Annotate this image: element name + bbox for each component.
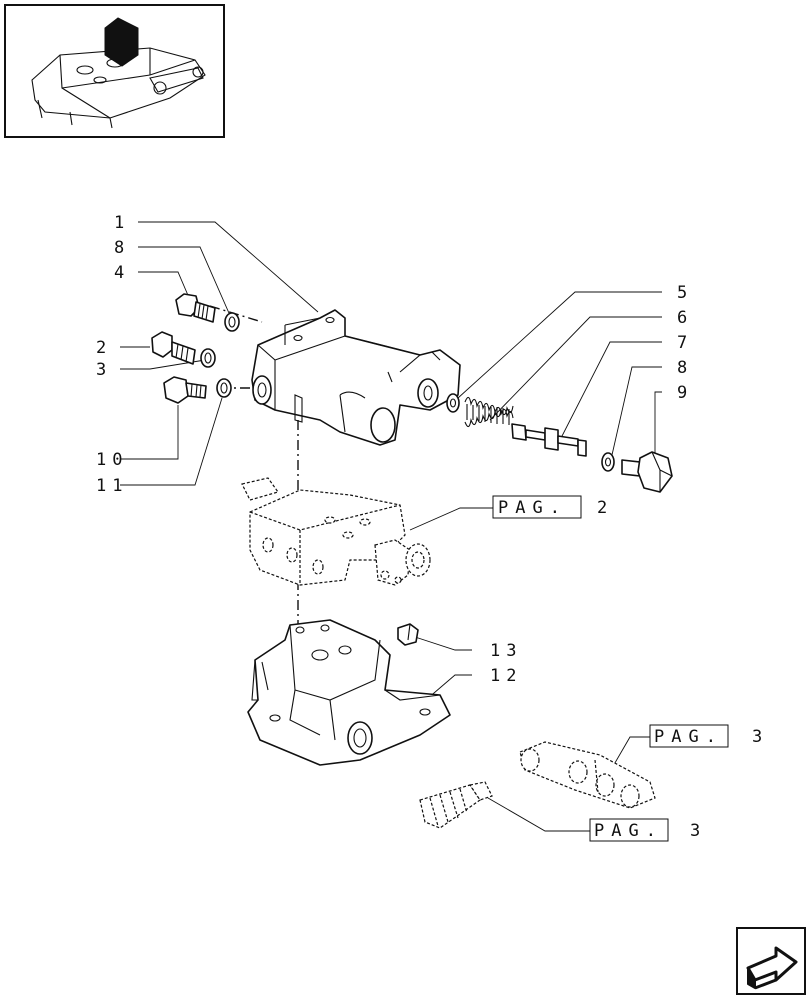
callout-9: 9	[677, 383, 693, 403]
washer-part-8-right[interactable]	[601, 452, 615, 472]
reference-spring-cartridge-pag3	[419, 781, 493, 829]
plug-part-9[interactable]	[621, 451, 673, 493]
page-reference-3b[interactable]: PAG. 3	[589, 818, 707, 842]
callout-6: 6	[677, 308, 693, 328]
page-reference-3b-number: 3	[690, 821, 707, 841]
page-reference-3a[interactable]: PAG. 3	[649, 724, 769, 748]
page-reference-3a-label: PAG.	[654, 727, 723, 747]
page-reference-3a-number: 3	[752, 727, 769, 747]
washer-part-11[interactable]	[216, 378, 232, 398]
callout-10: 10	[96, 450, 128, 470]
callout-8-right: 8	[677, 358, 693, 378]
page-reference-2-number: 2	[597, 498, 614, 518]
page-reference-2-label: PAG.	[498, 498, 567, 518]
callout-4: 4	[114, 263, 130, 283]
bolt-part-10[interactable]	[163, 376, 207, 404]
callout-2: 2	[96, 338, 112, 358]
page-reference-3b-label: PAG.	[594, 821, 663, 841]
callout-12: 12	[490, 666, 522, 686]
support-part-12[interactable]	[247, 619, 451, 766]
leader-lines-right	[409, 291, 662, 832]
bolt-part-4[interactable]	[175, 293, 216, 323]
washer-part-8-left[interactable]	[224, 312, 240, 332]
spring-part-6[interactable]	[464, 396, 514, 428]
callout-11: 11	[96, 476, 128, 496]
next-page-arrow-icon[interactable]	[736, 927, 806, 995]
lift-cover-thumbnail-icon	[31, 17, 206, 129]
thumbnail-inset[interactable]	[4, 4, 225, 138]
washer-part-5[interactable]	[446, 393, 460, 413]
washer-part-3[interactable]	[200, 348, 216, 368]
page-reference-2[interactable]: PAG. 2	[492, 495, 614, 519]
spool-part-7[interactable]	[511, 423, 587, 457]
callout-labels: 1 8 4 2 3 10 11 5 6 7 8 9 13 12	[96, 213, 693, 686]
callout-5: 5	[677, 283, 693, 303]
callout-1: 1	[114, 213, 130, 233]
screw-part-13[interactable]	[397, 623, 419, 646]
reference-link-pag3	[519, 741, 656, 809]
callout-7: 7	[677, 333, 693, 353]
valve-body-part-1[interactable]	[251, 309, 461, 446]
bolt-part-2[interactable]	[151, 331, 196, 365]
callout-8-left: 8	[114, 238, 130, 258]
leader-lines-left	[120, 221, 319, 486]
reference-valve-assembly-pag2	[241, 477, 431, 586]
callout-3: 3	[96, 360, 112, 380]
callout-13: 13	[490, 641, 522, 661]
